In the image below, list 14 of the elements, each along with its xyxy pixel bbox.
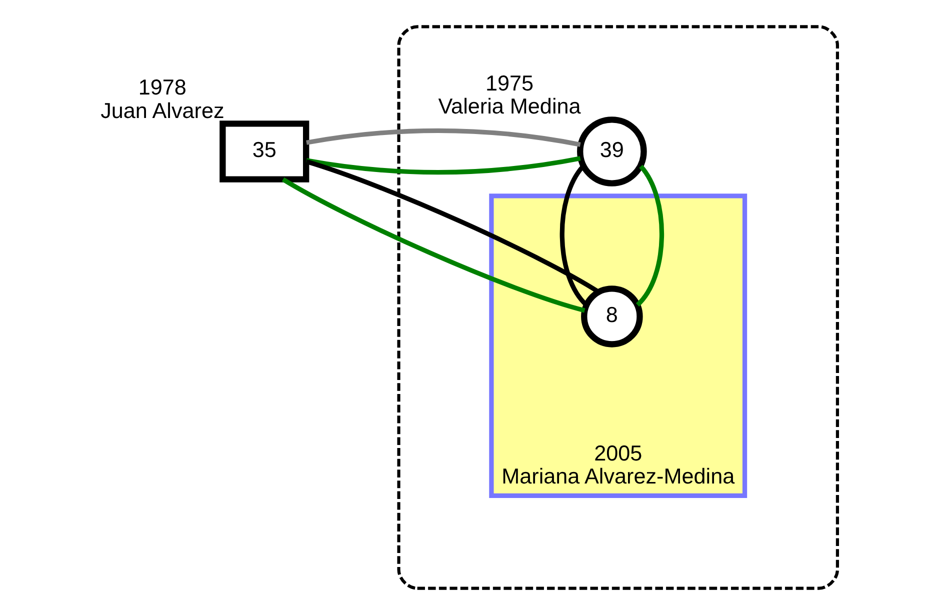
connector — [306, 156, 580, 175]
node-label: 1975 — [484, 70, 534, 96]
node-label: 1978 — [138, 74, 186, 100]
connector — [306, 128, 580, 147]
cluster — [396, 25, 838, 590]
node-label: Valeria Medina — [438, 93, 580, 118]
node-label: Juan Alvarez — [100, 98, 224, 123]
node-box: 35 — [219, 120, 309, 182]
connector — [305, 159, 600, 294]
connector — [635, 164, 664, 306]
connector — [559, 164, 588, 306]
node-circle: 39 — [576, 116, 646, 186]
connector — [281, 177, 585, 313]
node-circle: 8 — [580, 286, 642, 348]
